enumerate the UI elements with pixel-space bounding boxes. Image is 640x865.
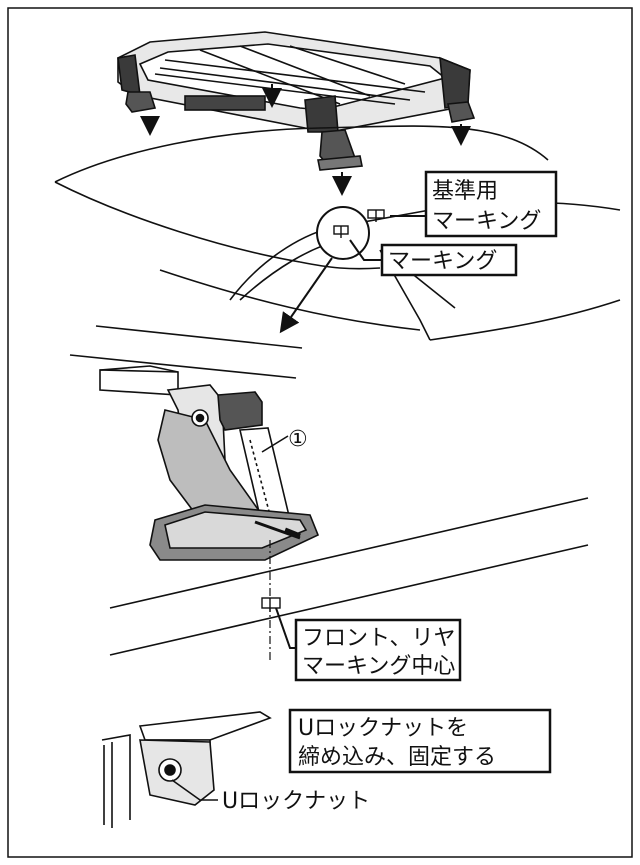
marking-magnifier xyxy=(316,206,385,260)
roof-edge-lines xyxy=(69,325,589,656)
front-rear-line2: マーキング中心 xyxy=(302,654,455,679)
reference-marking-line1: 基準用 xyxy=(432,179,498,204)
callout-tighten: Uロックナットを 締め込み、固定する xyxy=(288,708,552,774)
part-number-callout: ① xyxy=(261,427,308,453)
callout-front-rear: フロント、リヤ マーキング中心 xyxy=(275,607,462,682)
front-rear-line1: フロント、リヤ xyxy=(302,626,456,651)
callout-marking: マーキング xyxy=(349,239,518,277)
callout-reference-marking: 基準用 マーキング xyxy=(390,170,558,238)
tighten-line1: Uロックナットを xyxy=(298,716,468,741)
roof-marking-small xyxy=(261,597,281,612)
down-arrow-icon xyxy=(140,84,471,196)
u-lock-detail xyxy=(101,711,272,828)
roof-rack xyxy=(117,31,476,171)
leader-arrow-icon xyxy=(279,257,333,334)
tighten-line2: 締め込み、固定する xyxy=(298,745,496,770)
u-lock-nut-label-group: Uロックナット xyxy=(171,779,370,814)
marking-label: マーキング xyxy=(388,249,497,274)
rack-foot xyxy=(99,365,320,561)
u-lock-nut-label: Uロックナット xyxy=(222,789,370,814)
reference-marking-line2: マーキング xyxy=(432,209,541,234)
circled-number-icon: ① xyxy=(288,427,308,452)
